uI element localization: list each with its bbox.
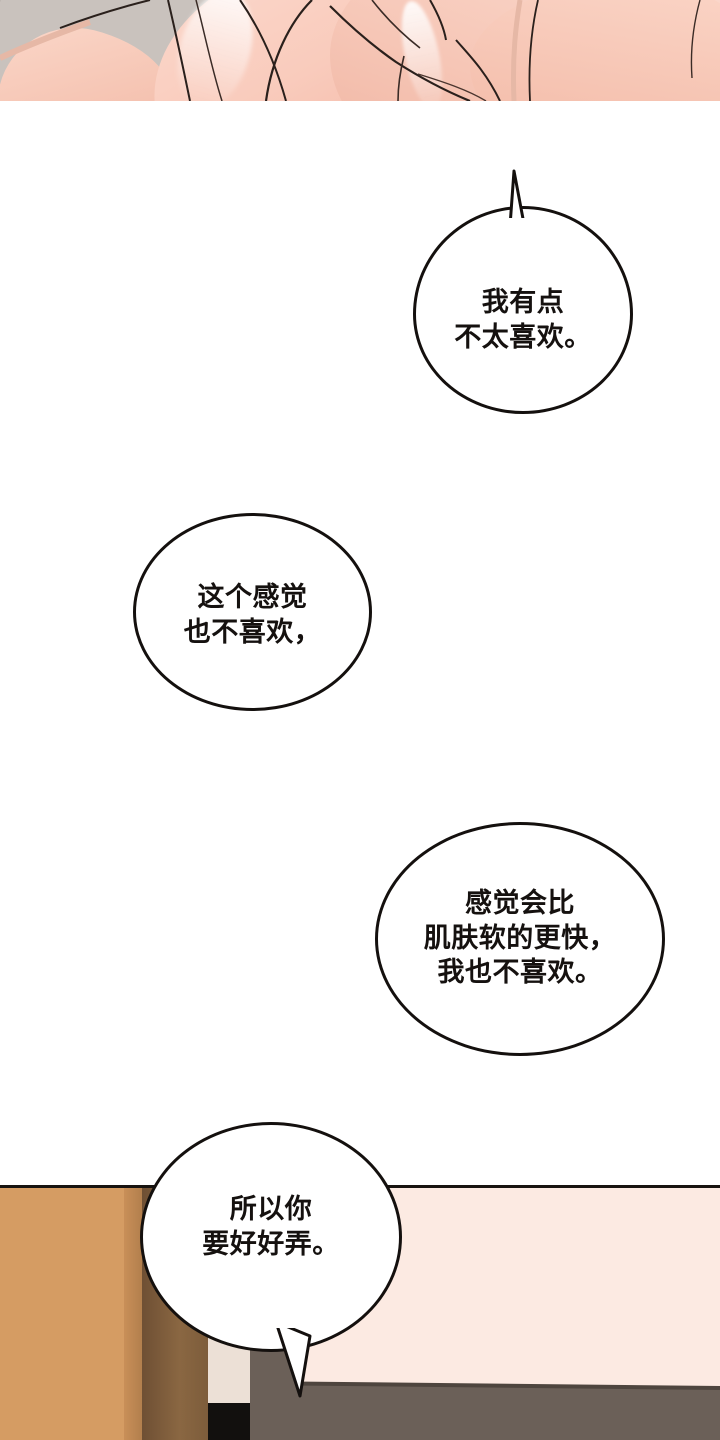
speech-bubble-3-text: 感觉会比 肌肤软的更快， 我也不喜欢。 [423, 888, 617, 989]
door-gap-shadow [208, 1403, 250, 1440]
speech-bubble-2-text: 这个感觉 也不喜欢， [183, 582, 322, 648]
speech-bubble-4-text: 所以你 要好好弄。 [202, 1194, 340, 1260]
speech-bubble-4: 所以你 要好好弄。 [140, 1122, 402, 1352]
speech-bubble-1-text: 我有点 不太喜欢。 [454, 287, 592, 353]
wall-orange [0, 1185, 140, 1440]
wall-orange-shadow [124, 1185, 142, 1440]
panel-top-artwork [0, 0, 720, 101]
floor-dark [246, 1383, 720, 1440]
speech-bubble-3: 感觉会比 肌肤软的更快， 我也不喜欢。 [375, 822, 665, 1056]
speech-bubble-1: 我有点 不太喜欢。 [413, 206, 633, 414]
figure-ink-linework [0, 0, 701, 101]
speech-bubble-2: 这个感觉 也不喜欢， [133, 513, 372, 711]
